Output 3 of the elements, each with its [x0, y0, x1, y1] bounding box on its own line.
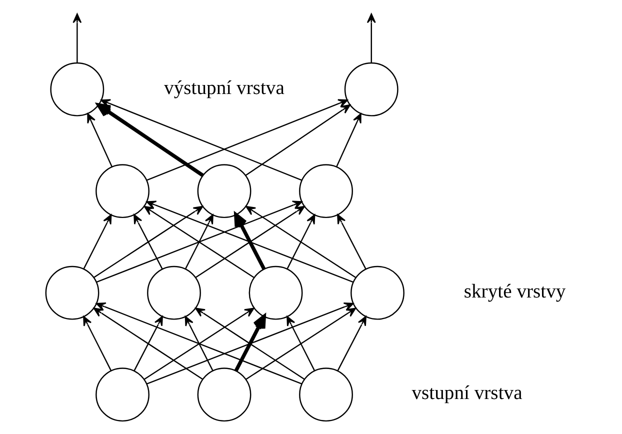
label: skryté vrstvy [464, 281, 566, 302]
label: výstupní vrstva [164, 78, 284, 99]
label: vstupní vrstva [412, 383, 522, 404]
